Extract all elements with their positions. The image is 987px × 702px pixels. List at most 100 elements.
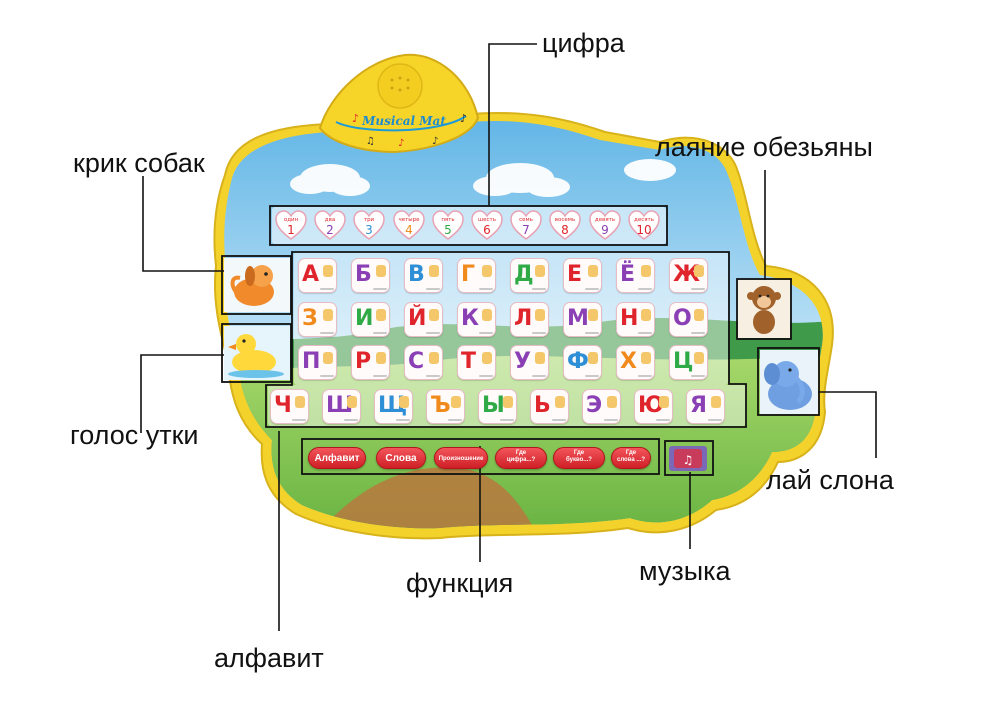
- digit-number: 3: [366, 223, 374, 237]
- letter-caption-line: [292, 419, 306, 421]
- letter-key[interactable]: О: [669, 302, 708, 337]
- letter-picture-icon: [482, 309, 492, 321]
- letter-caption-line: [585, 288, 599, 290]
- letter-picture-icon: [694, 352, 704, 364]
- letter-key[interactable]: Э: [582, 389, 621, 424]
- letter-key[interactable]: Ж: [669, 258, 708, 293]
- letter-picture-icon: [535, 309, 545, 321]
- letter-picture-icon: [588, 352, 598, 364]
- letter-key[interactable]: Х: [616, 345, 655, 380]
- letter-key[interactable]: Я: [686, 389, 725, 424]
- letter-glyph: Э: [586, 393, 603, 418]
- letter-key[interactable]: Ю: [634, 389, 673, 424]
- letter-picture-icon: [376, 352, 386, 364]
- letter-glyph: У: [514, 349, 531, 374]
- letter-key[interactable]: Л: [510, 302, 549, 337]
- letter-key[interactable]: К: [457, 302, 496, 337]
- letter-glyph: П: [302, 349, 321, 374]
- letter-caption-line: [532, 288, 546, 290]
- letter-key[interactable]: С: [404, 345, 443, 380]
- letter-glyph: Р: [355, 349, 372, 374]
- function-button[interactable]: Слова: [376, 447, 426, 469]
- monkey-picture: [738, 280, 790, 338]
- letter-key[interactable]: Д: [510, 258, 549, 293]
- letter-key[interactable]: Ь: [530, 389, 569, 424]
- letter-key[interactable]: Ф: [563, 345, 602, 380]
- letter-key[interactable]: Ы: [478, 389, 517, 424]
- letter-picture-icon: [323, 309, 333, 321]
- letter-caption-line: [373, 332, 387, 334]
- function-button[interactable]: Алфавит: [308, 447, 366, 469]
- letter-caption-line: [373, 375, 387, 377]
- letter-key[interactable]: Т: [457, 345, 496, 380]
- letter-key[interactable]: Щ: [374, 389, 413, 424]
- digit-number: 7: [522, 223, 530, 237]
- function-button[interactable]: Произношение: [434, 447, 488, 469]
- letter-glyph: Г: [461, 262, 476, 287]
- digit-number: 9: [601, 223, 609, 237]
- letter-glyph: В: [408, 262, 425, 287]
- letter-glyph: Х: [620, 349, 637, 374]
- letter-key[interactable]: Ш: [322, 389, 361, 424]
- letter-key[interactable]: М: [563, 302, 602, 337]
- letter-picture-icon: [641, 309, 651, 321]
- letter-key[interactable]: Ё: [616, 258, 655, 293]
- callout-digits: цифра: [542, 28, 625, 58]
- letter-picture-icon: [295, 396, 305, 408]
- function-button-label: Где: [515, 450, 527, 456]
- svg-text:♫: ♫: [683, 453, 694, 467]
- letter-glyph: Ы: [482, 393, 505, 418]
- function-button-label: слова ...?: [616, 457, 645, 463]
- letter-glyph: Я: [690, 393, 707, 418]
- letter-key[interactable]: Ч: [270, 389, 309, 424]
- letter-key[interactable]: Й: [404, 302, 443, 337]
- letter-key[interactable]: И: [351, 302, 390, 337]
- letter-key[interactable]: З: [298, 302, 337, 337]
- letter-picture-icon: [399, 396, 409, 408]
- function-button-label: Алфавит: [314, 453, 360, 464]
- letter-key[interactable]: Н: [616, 302, 655, 337]
- digit-number: 2: [326, 223, 334, 237]
- letter-key[interactable]: Ц: [669, 345, 708, 380]
- letter-key[interactable]: Б: [351, 258, 390, 293]
- letter-caption-line: [656, 419, 670, 421]
- letter-key[interactable]: Г: [457, 258, 496, 293]
- mat-logo-text: Musical Mat: [361, 114, 446, 128]
- letter-key[interactable]: А: [298, 258, 337, 293]
- function-button-label: букво...?: [566, 457, 592, 463]
- letter-key[interactable]: У: [510, 345, 549, 380]
- letter-glyph: С: [408, 349, 425, 374]
- letter-key[interactable]: Ъ: [426, 389, 465, 424]
- letter-key[interactable]: В: [404, 258, 443, 293]
- letter-caption-line: [448, 419, 462, 421]
- callout-monkey: лаяние обезьяны: [655, 132, 873, 162]
- digit-word: девять: [595, 217, 615, 223]
- letter-caption-line: [426, 288, 440, 290]
- letter-key[interactable]: П: [298, 345, 337, 380]
- letter-glyph: Ф: [567, 349, 589, 374]
- letter-key[interactable]: Р: [351, 345, 390, 380]
- letter-key[interactable]: Е: [563, 258, 602, 293]
- function-button-label: Где: [625, 450, 637, 456]
- callout-function: функция: [406, 568, 514, 598]
- digit-word: десять: [634, 217, 654, 223]
- letter-picture-icon: [641, 352, 651, 364]
- letter-picture-icon: [588, 309, 598, 321]
- svg-text:♪: ♪: [398, 138, 404, 149]
- letter-picture-icon: [711, 396, 721, 408]
